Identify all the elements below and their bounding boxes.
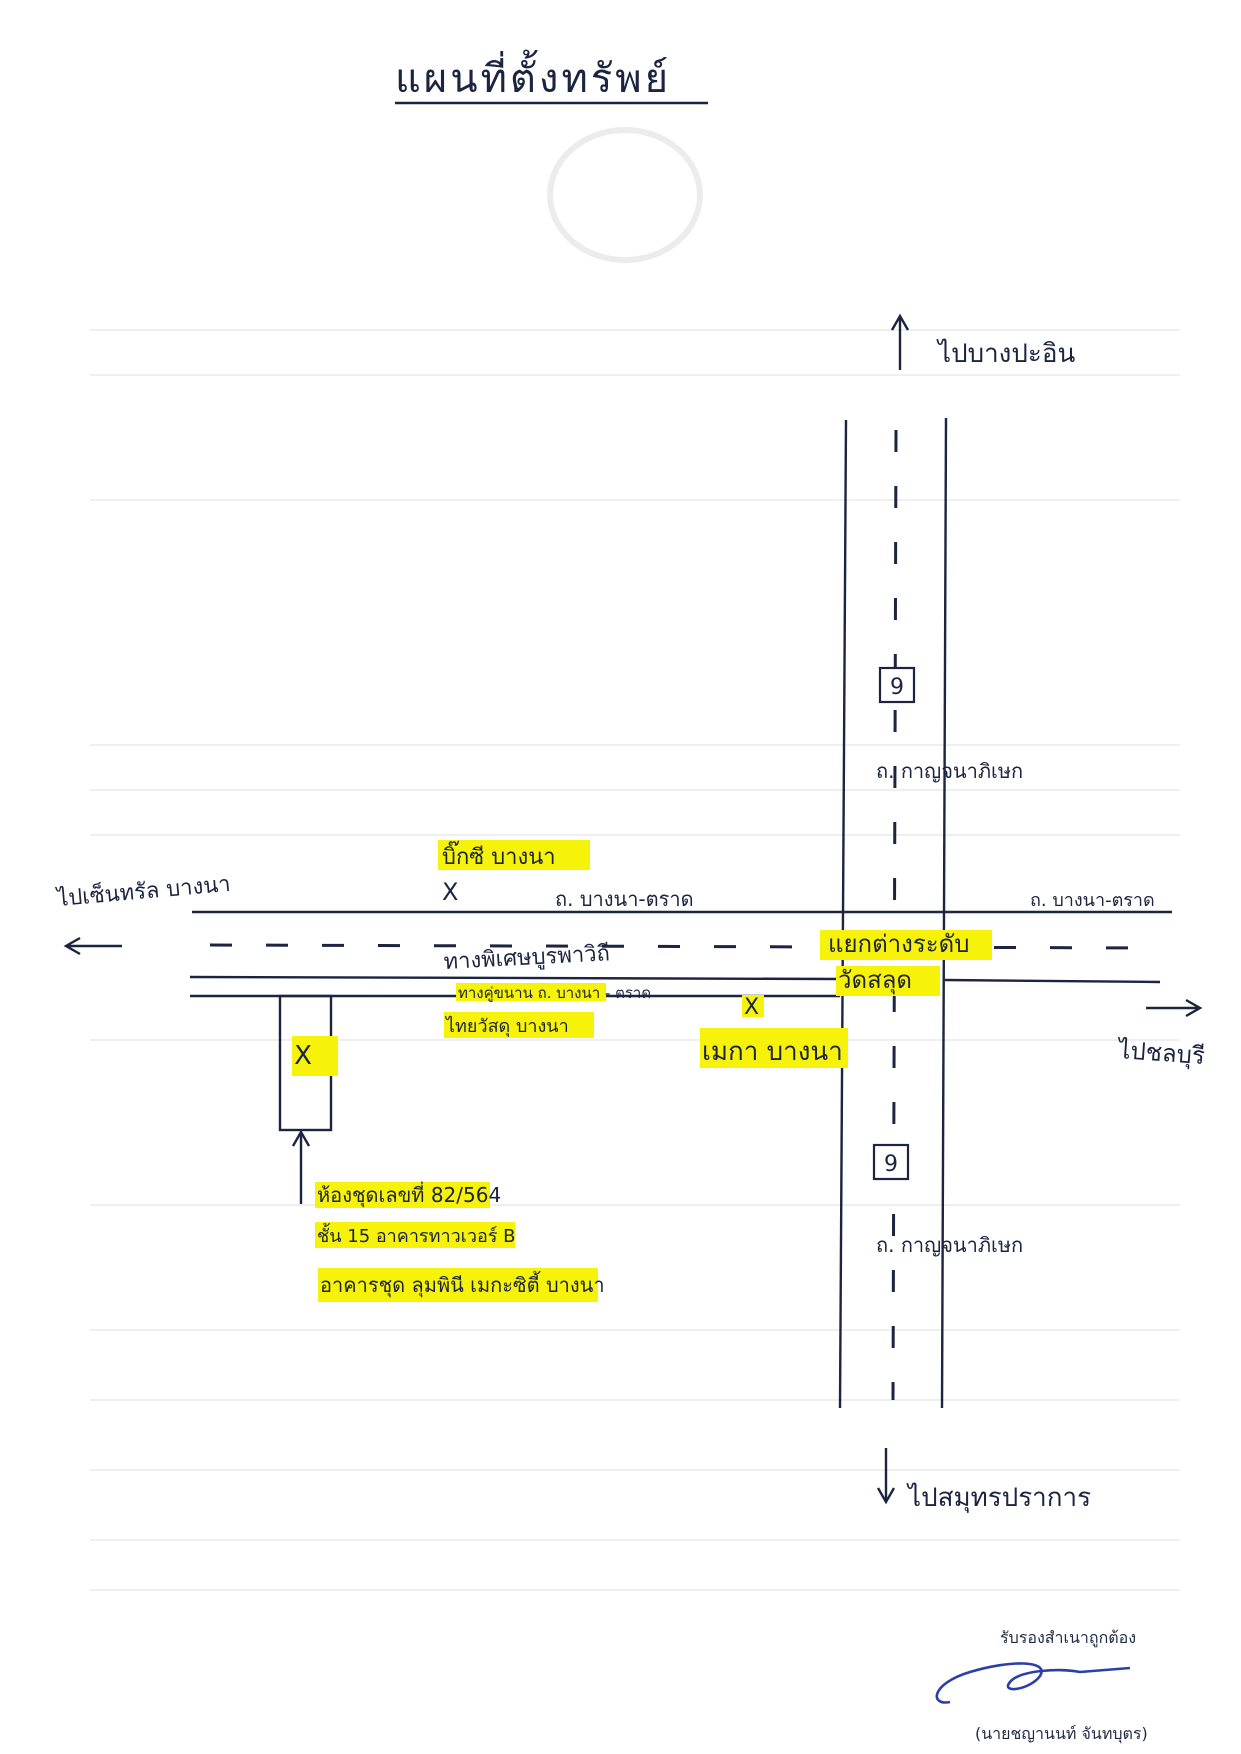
arrow-up-to-property-icon [291, 1129, 311, 1204]
property-line-1: ห้องชุดเลขที่ 82/564 [317, 1181, 501, 1208]
property-line-2: ชั้น 15 อาคารทาวเวอร์ B [317, 1223, 516, 1247]
arrow-south-icon [876, 1448, 896, 1505]
certifier-name: (นายชญานนท์ จันทบุตร) [975, 1724, 1148, 1743]
temple-label: วัดสลุด [838, 966, 912, 995]
road-badge-top-text: 9 [890, 675, 904, 700]
direction-east-label: ไปชลบุรี [1116, 1036, 1206, 1071]
road-label-horizontal-east: ถ. บางนา-ตราด [1030, 890, 1155, 911]
expressway-label: ทางพิเศษบูรพาวิถี [443, 941, 610, 975]
bigc-label: บิ๊กซี บางนา [442, 840, 556, 870]
certification-label: รับรองสำเนาถูกต้อง [1000, 1628, 1137, 1647]
signature-drawing [935, 1662, 1131, 1704]
mega-label: เมกา บางนา [702, 1037, 843, 1067]
mega-marker: X [744, 995, 759, 1020]
bigc-marker: X [442, 878, 458, 906]
road-badge-top: 9 [878, 666, 916, 704]
thaiwatsadu-label: ไทยวัสดุ บางนา [444, 1015, 569, 1037]
map-title: แผนที่ตั้งทรัพย์ [395, 49, 671, 102]
arrow-north-icon [890, 313, 910, 370]
frontage-road-label: ทางคู่ขนาน ถ. บางนา - ตราด [458, 984, 651, 1002]
direction-south-label: ไปสมุทรปราการ [906, 1482, 1091, 1513]
road-label-vertical-north: ถ. กาญจนาภิเษก [876, 759, 1023, 783]
road-badge-bottom-text: 9 [884, 1152, 898, 1177]
direction-west-label: ไปเซ็นทรัล บางนา [54, 869, 232, 912]
road-label-horizontal: ถ. บางนา-ตราด [555, 887, 694, 911]
road-label-vertical-south: ถ. กาญจนาภิเษก [876, 1233, 1023, 1257]
arrow-east-icon [1146, 998, 1203, 1018]
horizontal-road [189, 910, 1172, 998]
road-badge-bottom: 9 [872, 1143, 910, 1181]
arrow-west-icon [63, 936, 122, 956]
direction-north-label: ไปบางปะอิน [936, 338, 1075, 369]
junction-label: แยกต่างระดับ [828, 930, 969, 958]
property-line-3: อาคารชุด ลุมพินี เมกะซิตี้ บางนา [320, 1271, 605, 1298]
property-marker: X [294, 1041, 312, 1071]
yellow-highlights [292, 840, 992, 1302]
background-form-ghost [90, 127, 1180, 1591]
